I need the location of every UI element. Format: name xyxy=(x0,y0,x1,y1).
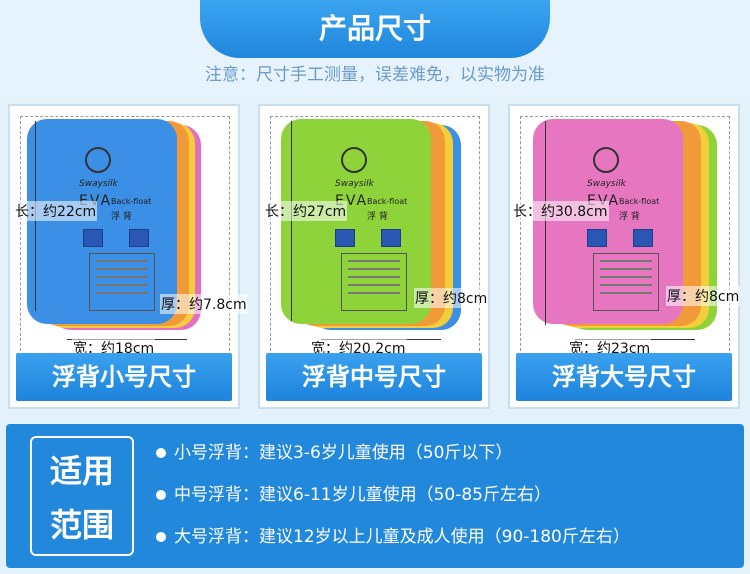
length-label: 长：约30.8cm xyxy=(512,201,609,221)
eva-chinese: 浮 背 xyxy=(111,212,132,222)
scope-item-large: 大号浮背：建议12岁以上儿童及成人使用（90-180斤左右） xyxy=(156,522,630,547)
info-label-box xyxy=(341,253,407,311)
thickness-label: 厚：约8cm xyxy=(414,288,489,308)
info-label-box xyxy=(593,253,659,311)
scope-item-medium: 中号浮背：建议6-11岁儿童使用（50-85斤左右） xyxy=(156,480,551,505)
size-label-small: 浮背小号尺寸 xyxy=(16,353,232,401)
product-photo-small: Swaysilk EVA Back-float 浮 背 xyxy=(20,116,230,356)
brand-logo-icon xyxy=(593,147,619,173)
eva-subtitle: Back-float xyxy=(367,197,408,206)
brand-logo-icon xyxy=(85,147,111,173)
length-label: 长：约27cm xyxy=(264,201,348,221)
strap-slot xyxy=(381,229,401,247)
usage-scope-panel: 适用 范围 小号浮背：建议3-6岁儿童使用（50斤以下） 中号浮背：建议6-11… xyxy=(6,424,744,568)
strap-slot xyxy=(129,229,149,247)
scope-item-text: 大号浮背：建议12岁以上儿童及成人使用（90-180斤左右） xyxy=(174,527,630,547)
strap-slot xyxy=(587,229,607,247)
product-photo-large: Swaysilk EVA Back-float 浮 背 xyxy=(520,116,730,356)
bullet-icon xyxy=(156,490,166,500)
brand-name: Swaysilk xyxy=(79,179,118,189)
scope-heading: 适用 范围 xyxy=(30,436,134,556)
scope-item-small: 小号浮背：建议3-6岁儿童使用（50斤以下） xyxy=(156,438,512,463)
strap-slot xyxy=(83,229,103,247)
eva-subtitle: Back-float xyxy=(619,197,660,206)
product-card-small: Swaysilk EVA Back-float 浮 背 长：约22cm 厚：约7… xyxy=(8,104,248,409)
bullet-icon xyxy=(156,532,166,542)
product-photo-medium: Swaysilk EVA Back-float 浮 背 xyxy=(270,116,480,356)
info-label-box xyxy=(89,253,155,311)
measurement-note: 注意：尺寸手工测量，误差难免，以实物为准 xyxy=(205,65,545,85)
thickness-label: 厚：约8cm xyxy=(666,286,741,306)
eva-chinese: 浮 背 xyxy=(619,212,640,222)
product-card-large: Swaysilk EVA Back-float 浮 背 长：约30.8cm 厚：… xyxy=(508,104,741,409)
brand-name: Swaysilk xyxy=(335,179,374,189)
product-card-medium: Swaysilk EVA Back-float 浮 背 长：约27cm 厚：约8… xyxy=(258,104,490,409)
length-dimension-line xyxy=(291,121,292,321)
scope-heading-line2: 范围 xyxy=(49,506,114,544)
bullet-icon xyxy=(156,448,166,458)
strap-slot xyxy=(633,229,653,247)
length-dimension-line xyxy=(545,121,546,325)
thickness-label: 厚：约7.8cm xyxy=(160,294,248,314)
eva-subtitle: Back-float xyxy=(111,197,152,206)
scope-item-text: 中号浮背：建议6-11岁儿童使用（50-85斤左右） xyxy=(174,485,551,505)
page-title: 产品尺寸 xyxy=(200,0,550,58)
size-label-medium: 浮背中号尺寸 xyxy=(266,353,482,401)
scope-heading-line1: 适用 xyxy=(49,452,114,490)
brand-name: Swaysilk xyxy=(587,179,626,189)
length-label: 长：约22cm xyxy=(14,201,98,221)
size-label-large: 浮背大号尺寸 xyxy=(516,353,732,401)
strap-slot xyxy=(335,229,355,247)
eva-chinese: 浮 背 xyxy=(367,212,388,222)
scope-item-text: 小号浮背：建议3-6岁儿童使用（50斤以下） xyxy=(174,443,513,463)
brand-logo-icon xyxy=(341,147,367,173)
